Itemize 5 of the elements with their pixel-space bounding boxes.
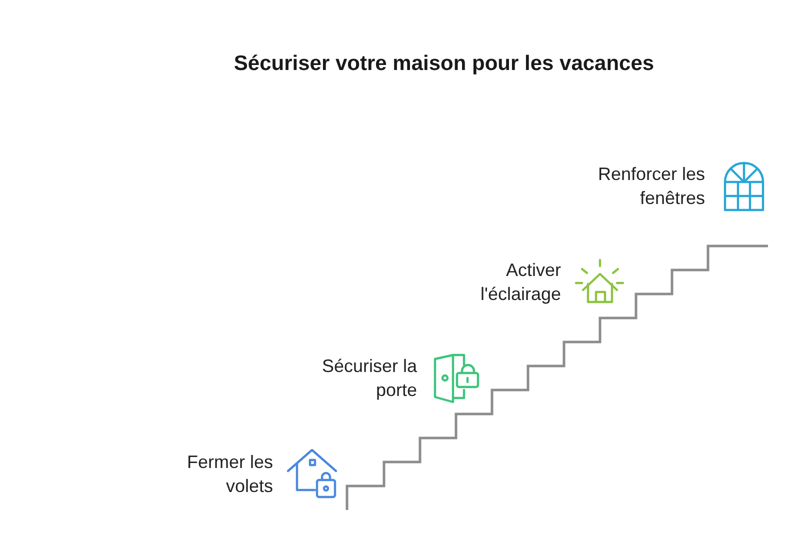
step-label: Renforcer les fenêtres	[596, 163, 705, 210]
step-label: Fermer les volets	[186, 451, 273, 498]
title: Sécuriser votre maison pour les vacances	[232, 51, 656, 77]
step-label: Activer l'éclairage	[480, 259, 561, 306]
step-label: Sécuriser la porte	[320, 355, 417, 402]
